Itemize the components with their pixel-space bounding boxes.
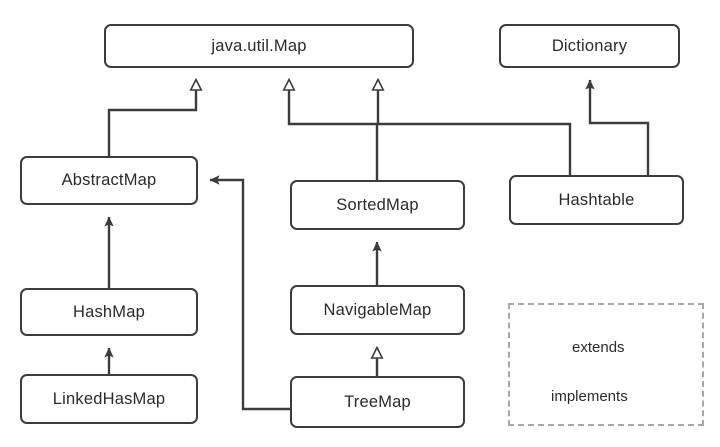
class-node-dictionary[interactable]: Dictionary xyxy=(499,24,680,68)
class-node-abstractmap[interactable]: AbstractMap xyxy=(20,156,198,205)
class-node-label: SortedMap xyxy=(336,195,419,214)
legend-label-extends: extends xyxy=(570,339,627,356)
class-node-linkedhasmap[interactable]: LinkedHasMap xyxy=(20,374,198,424)
edge-treemap-extends-abstractmap xyxy=(209,175,290,411)
class-node-hashtable[interactable]: Hashtable xyxy=(509,175,684,225)
class-node-label: TreeMap xyxy=(344,392,411,411)
class-node-label: Hashtable xyxy=(558,190,635,209)
class-node-hashmap[interactable]: HashMap xyxy=(20,288,198,336)
class-node-treemap[interactable]: TreeMap xyxy=(290,376,465,428)
class-node-label: java.util.Map xyxy=(211,36,307,55)
class-node-label: NavigableMap xyxy=(323,300,432,319)
class-node-sortedmap[interactable]: SortedMap xyxy=(290,180,465,230)
class-node-label: AbstractMap xyxy=(61,171,157,189)
class-node-label: HashMap xyxy=(72,302,146,321)
legend-label-implements: implements xyxy=(549,388,630,405)
edge-hashtable-implements-map xyxy=(378,80,572,175)
edge-sortedmap-implements-map xyxy=(289,80,379,180)
class-node-label: LinkedHasMap xyxy=(52,389,166,408)
class-node-navigablemap[interactable]: NavigableMap xyxy=(290,285,465,335)
edge-hashtable-extends-dictionary xyxy=(585,79,650,175)
class-node-java-util-map[interactable]: java.util.Map xyxy=(104,24,414,68)
edge-abstractmap-implements-map xyxy=(107,80,196,156)
class-node-label: Dictionary xyxy=(551,36,628,55)
legend-box xyxy=(508,303,704,426)
